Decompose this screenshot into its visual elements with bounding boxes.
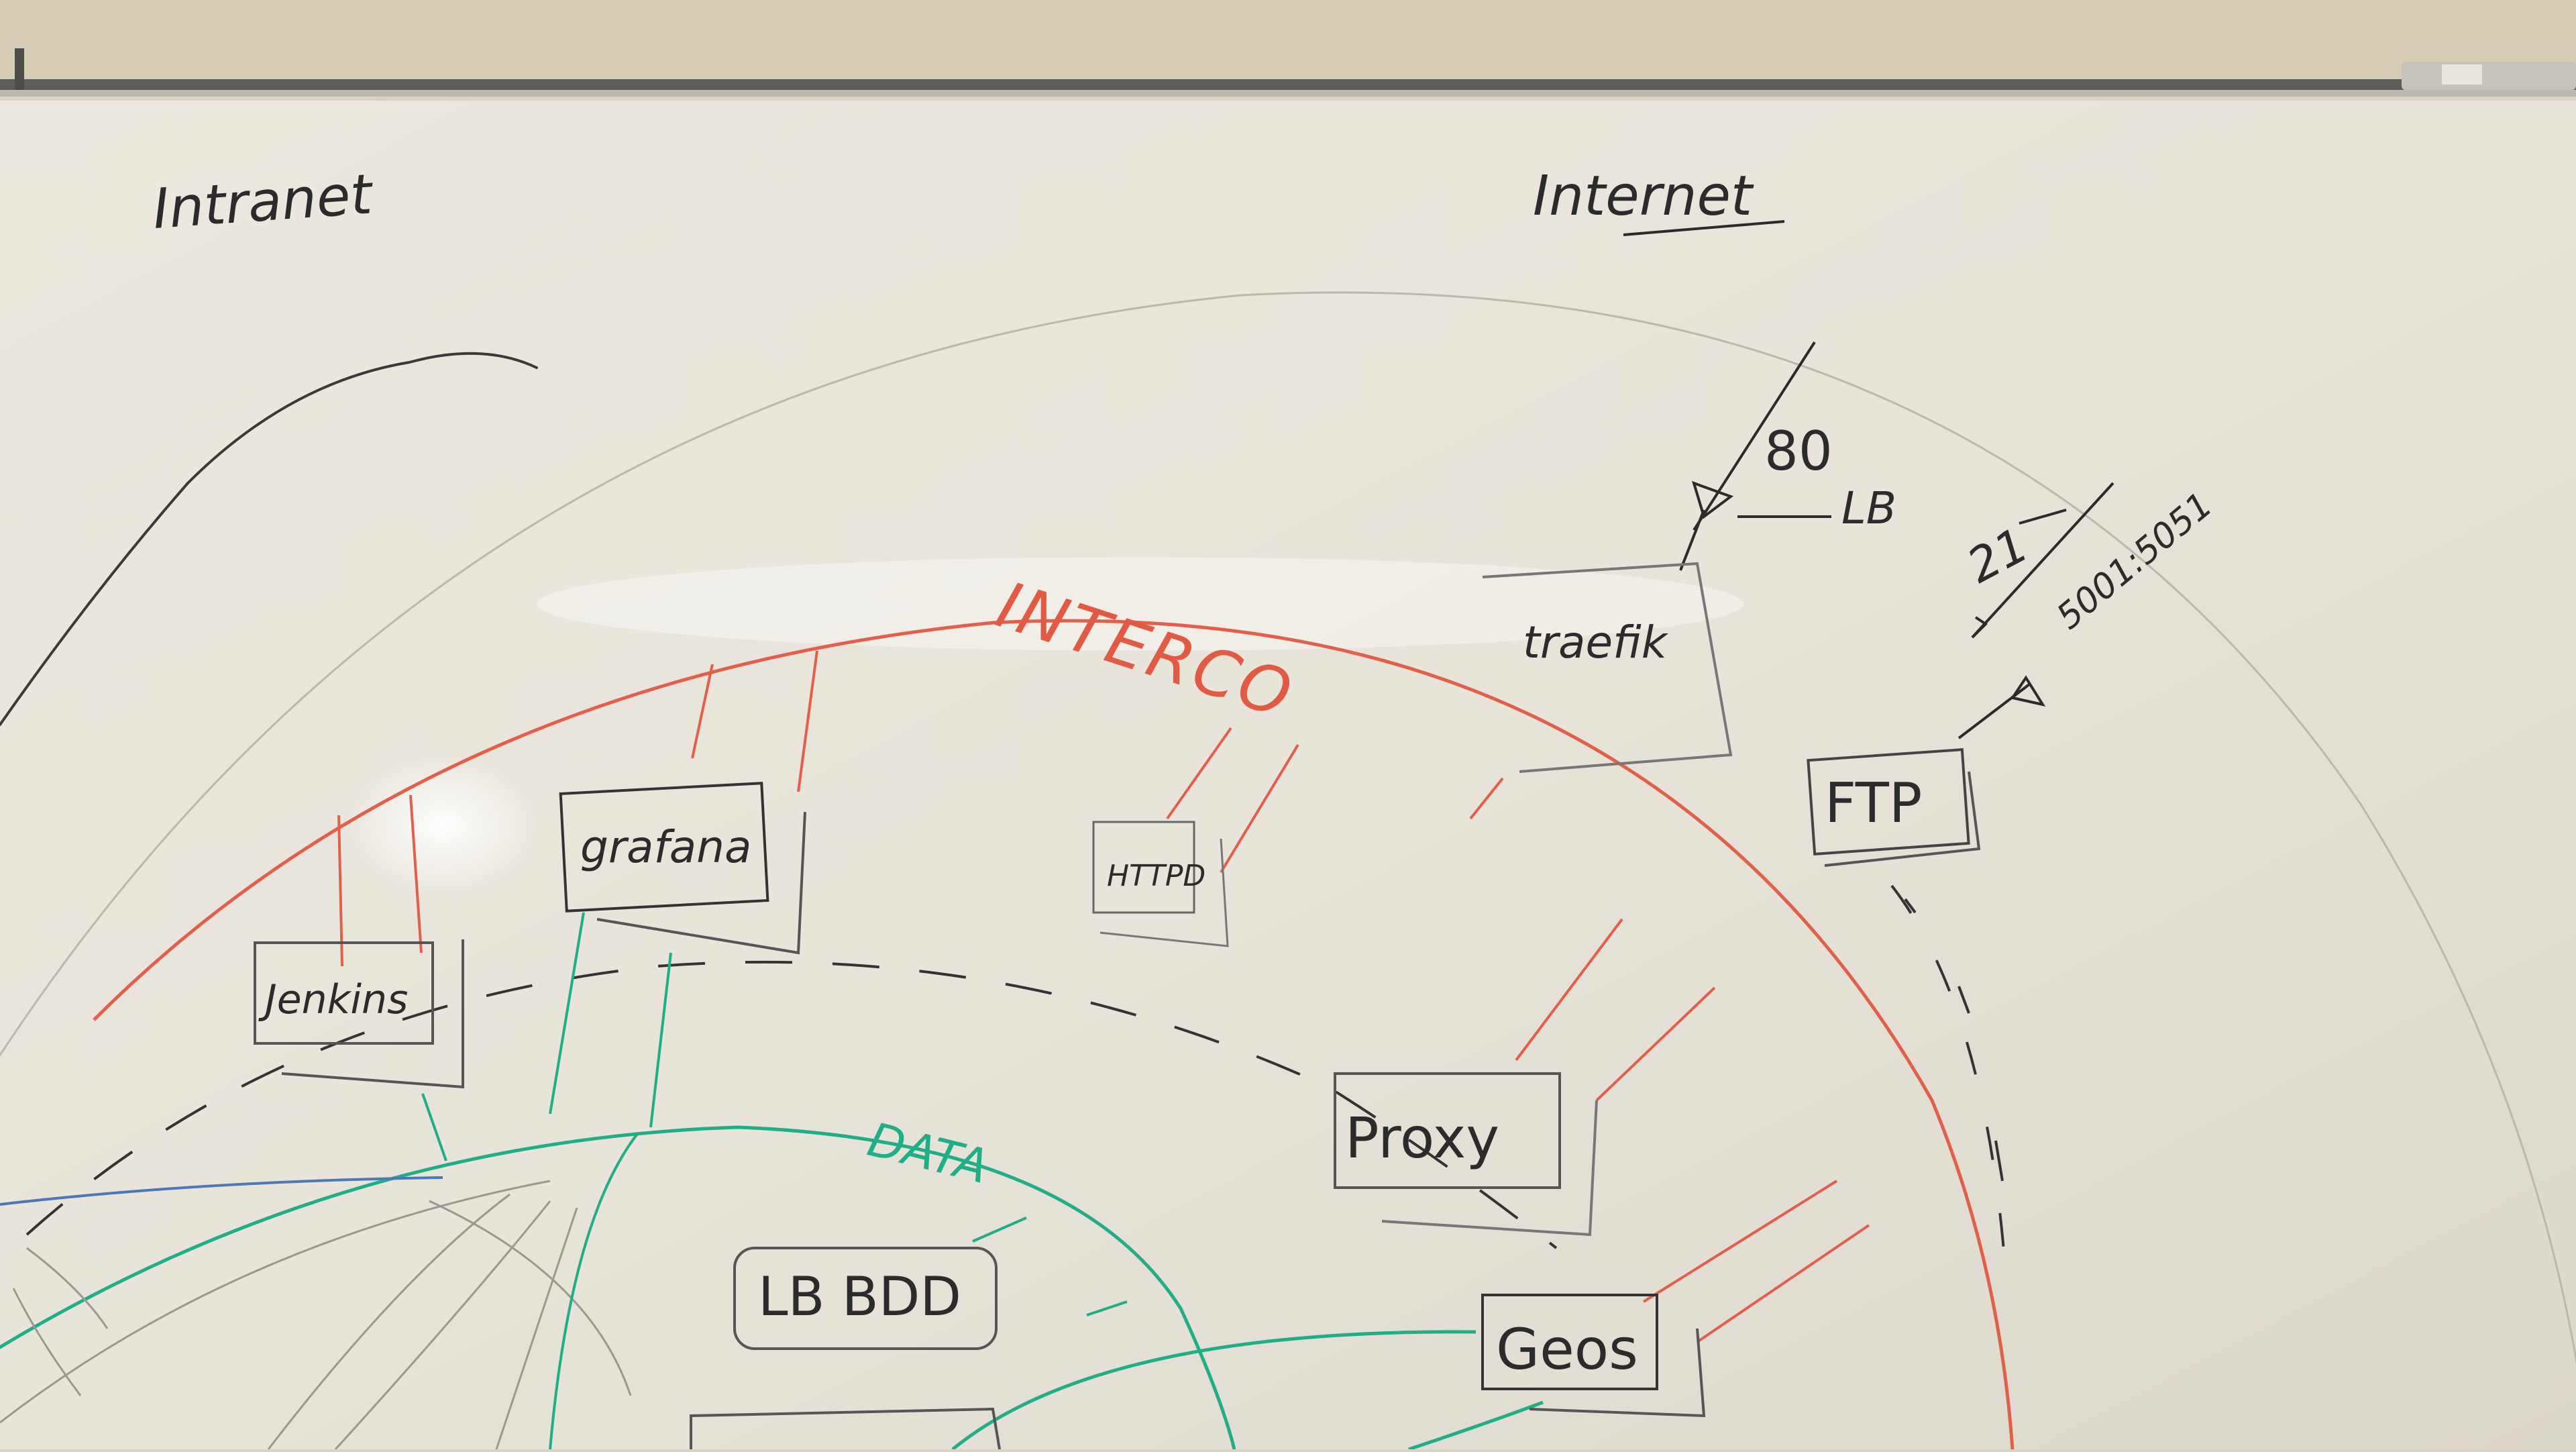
jenkins-label: Jenkins bbox=[258, 976, 408, 1023]
bottom-partial-box bbox=[690, 1407, 1001, 1450]
grafana-node: grafana bbox=[559, 782, 806, 955]
intranet-zone-label: Intranet bbox=[151, 162, 376, 242]
intranet-boundary-curve bbox=[0, 352, 538, 726]
dashed-zone-circle-right bbox=[1890, 884, 2007, 1276]
rail-end-cap bbox=[2402, 62, 2576, 90]
ftp-arrow-head bbox=[1971, 616, 1988, 639]
httpd-box-shadow bbox=[1099, 838, 1229, 947]
lb-arrow bbox=[1691, 480, 1734, 519]
data-link-geos-2 bbox=[1408, 1400, 1544, 1451]
httpd-node: HTTPD bbox=[1092, 821, 1229, 947]
grafana-box-shadow bbox=[596, 811, 806, 955]
dashed-zone-circle bbox=[25, 960, 1558, 1249]
ftp-box-shadow bbox=[1824, 771, 1981, 867]
proxy-node: Proxy bbox=[1334, 1072, 1598, 1237]
data-network-arc bbox=[0, 1125, 1236, 1450]
proxy-box-shadow bbox=[1381, 1100, 1598, 1237]
jenkins-node: Jenkins bbox=[254, 939, 464, 1089]
ftp-node: FTP bbox=[1807, 748, 1981, 867]
interco-connectors bbox=[337, 650, 1870, 1343]
rail-clip bbox=[2442, 64, 2482, 85]
httpd-box bbox=[1092, 821, 1195, 914]
geos-label: Geos bbox=[1496, 1316, 1638, 1382]
geos-box bbox=[1481, 1294, 1658, 1390]
dashed-zone-right-marks bbox=[1904, 898, 2004, 1182]
proxy-label: Proxy bbox=[1345, 1105, 1499, 1171]
ftp-port-arrow bbox=[2010, 675, 2046, 707]
proxy-box bbox=[1334, 1072, 1561, 1189]
lb-bdd-label: LB BDD bbox=[758, 1265, 961, 1328]
jenkins-box bbox=[254, 941, 434, 1045]
interco-network-arc bbox=[93, 619, 2015, 1450]
inner-grey-lines bbox=[0, 1180, 632, 1451]
data-connectors bbox=[421, 912, 1128, 1450]
outer-boundary-circle bbox=[0, 291, 2576, 1365]
internet-zone-label: Internet bbox=[1533, 164, 1754, 228]
lb-bdd-node: LB BDD bbox=[733, 1247, 998, 1350]
blue-network-line bbox=[0, 1176, 443, 1206]
lb-label: LB bbox=[1841, 482, 1896, 534]
ftp-label: FTP bbox=[1825, 772, 1922, 835]
geos-box-shadow bbox=[1529, 1328, 1706, 1418]
glare-spot bbox=[342, 751, 543, 899]
internet-underline bbox=[1623, 220, 1785, 236]
data-link-geos bbox=[951, 1330, 1477, 1451]
geos-node: Geos bbox=[1481, 1294, 1706, 1418]
lb-bdd-box bbox=[733, 1247, 998, 1350]
wall bbox=[0, 0, 2576, 87]
httpd-label: HTTPD bbox=[1107, 859, 1205, 893]
grafana-label: grafana bbox=[580, 821, 751, 873]
grafana-box bbox=[559, 782, 769, 913]
traefik-label: traefik bbox=[1523, 617, 1669, 668]
glare-streak bbox=[537, 557, 1744, 651]
rail-left-clip bbox=[15, 48, 24, 90]
internet-connections bbox=[1679, 341, 2114, 739]
marker-tray-rail bbox=[0, 79, 2576, 90]
traefik-box bbox=[1482, 562, 1733, 773]
ftp-box bbox=[1807, 748, 1970, 855]
jenkins-box-shadow bbox=[281, 939, 464, 1089]
traefik-node: traefik bbox=[1482, 562, 1733, 773]
port-80-label: 80 bbox=[1764, 420, 1833, 482]
rail-highlight bbox=[0, 90, 2576, 97]
